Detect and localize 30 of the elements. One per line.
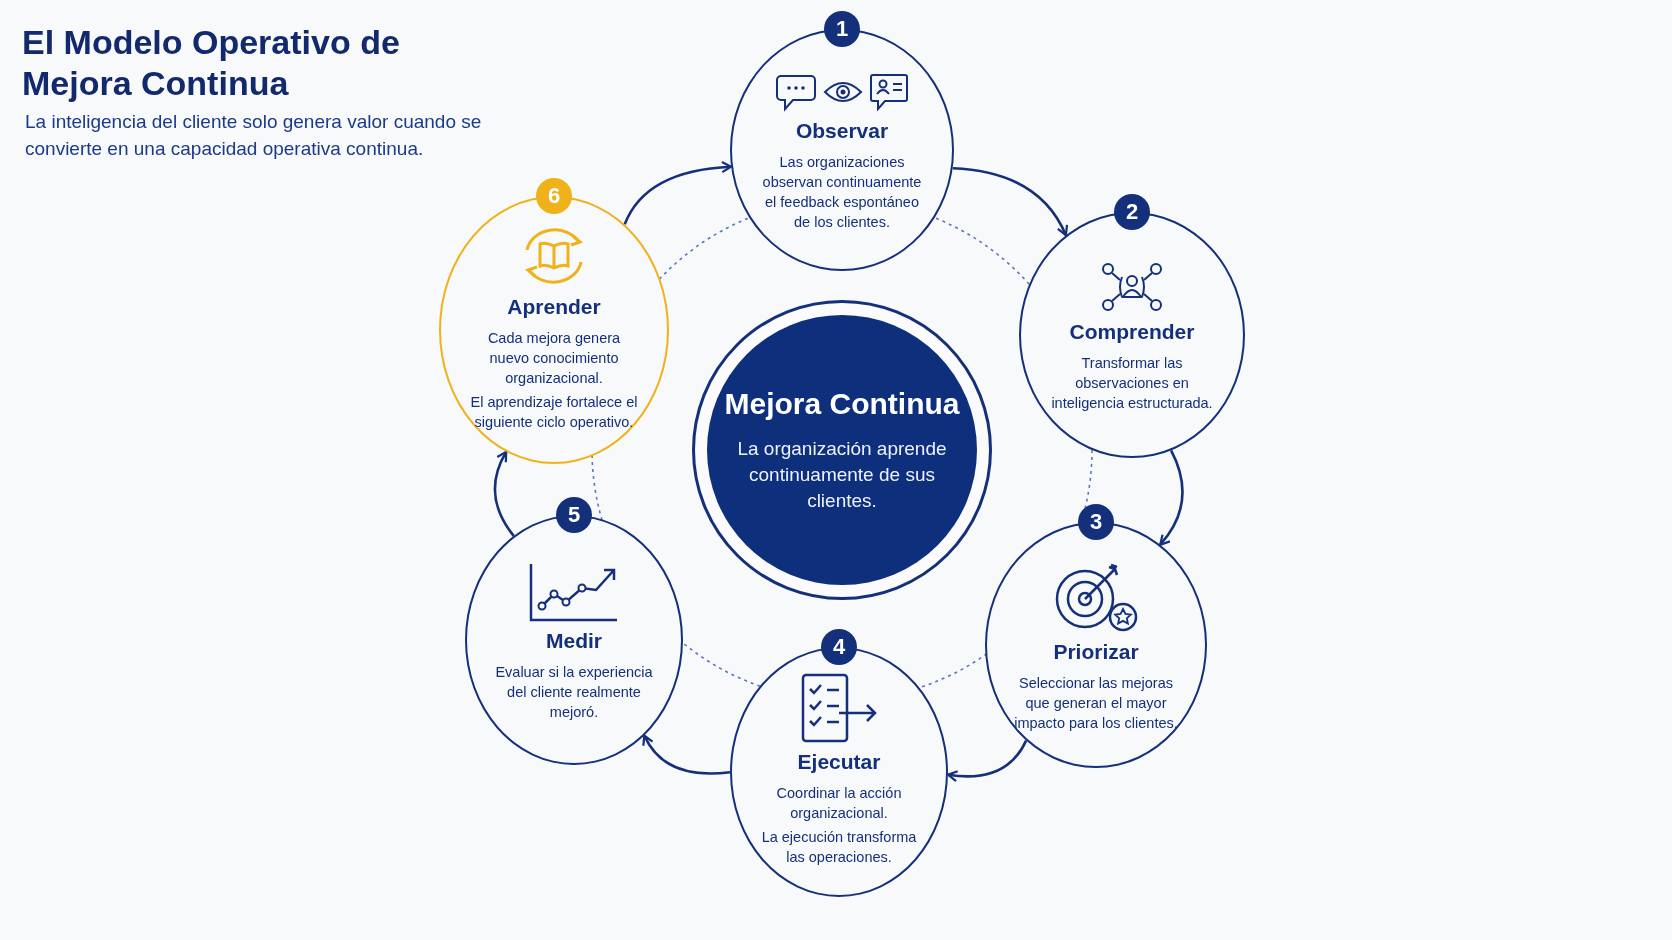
center-description: La organización aprende continuamente de sus clientes. [737, 437, 947, 513]
arrow [642, 734, 731, 775]
step-description: Coordinar la acción organizacional. [775, 784, 903, 823]
step-description: Evaluar si la experiencia del cliente realmente mejoró. [494, 663, 654, 722]
center-title: Mejora Continua [724, 386, 960, 422]
step-title: Aprender [507, 294, 601, 320]
step-description: Las organizaciones observan continuamente el feedback espontáneo de los clientes. [761, 153, 923, 232]
step-description: El aprendizaje fortalece el siguiente ciclo operativo. [469, 393, 639, 432]
step-title: Medir [546, 628, 602, 654]
step-number: 6 [536, 178, 572, 214]
arrow [946, 740, 1028, 782]
step-title: Priorizar [1053, 639, 1139, 665]
step-number: 5 [556, 497, 592, 533]
step-description: Seleccionar las mejoras que generan el mayor impacto para los clientes. [1013, 674, 1179, 733]
subtitle: La inteligencia del cliente solo genera valor cuando se convierte en una capacidad operativa continua. [25, 110, 483, 161]
step-title: Comprender [1069, 319, 1195, 345]
step-number: 4 [821, 629, 857, 665]
step-number: 1 [824, 11, 860, 47]
arrow [1159, 449, 1184, 546]
step-title: Ejecutar [797, 749, 881, 775]
arrow [493, 450, 515, 537]
step-number: 2 [1114, 194, 1150, 230]
arrow [623, 161, 733, 225]
arrow [952, 167, 1068, 237]
step-number: 3 [1078, 504, 1114, 540]
title: El Modelo Operativo de Mejora Continua [22, 22, 401, 104]
step-description: Transformar las observaciones en inteligencia estructurada. [1050, 354, 1214, 413]
step-title: Observar [795, 118, 889, 144]
step-description: La ejecución transforma las operaciones. [760, 828, 918, 867]
step-description: Cada mejora genera nuevo conocimiento organizacional. [486, 329, 622, 388]
